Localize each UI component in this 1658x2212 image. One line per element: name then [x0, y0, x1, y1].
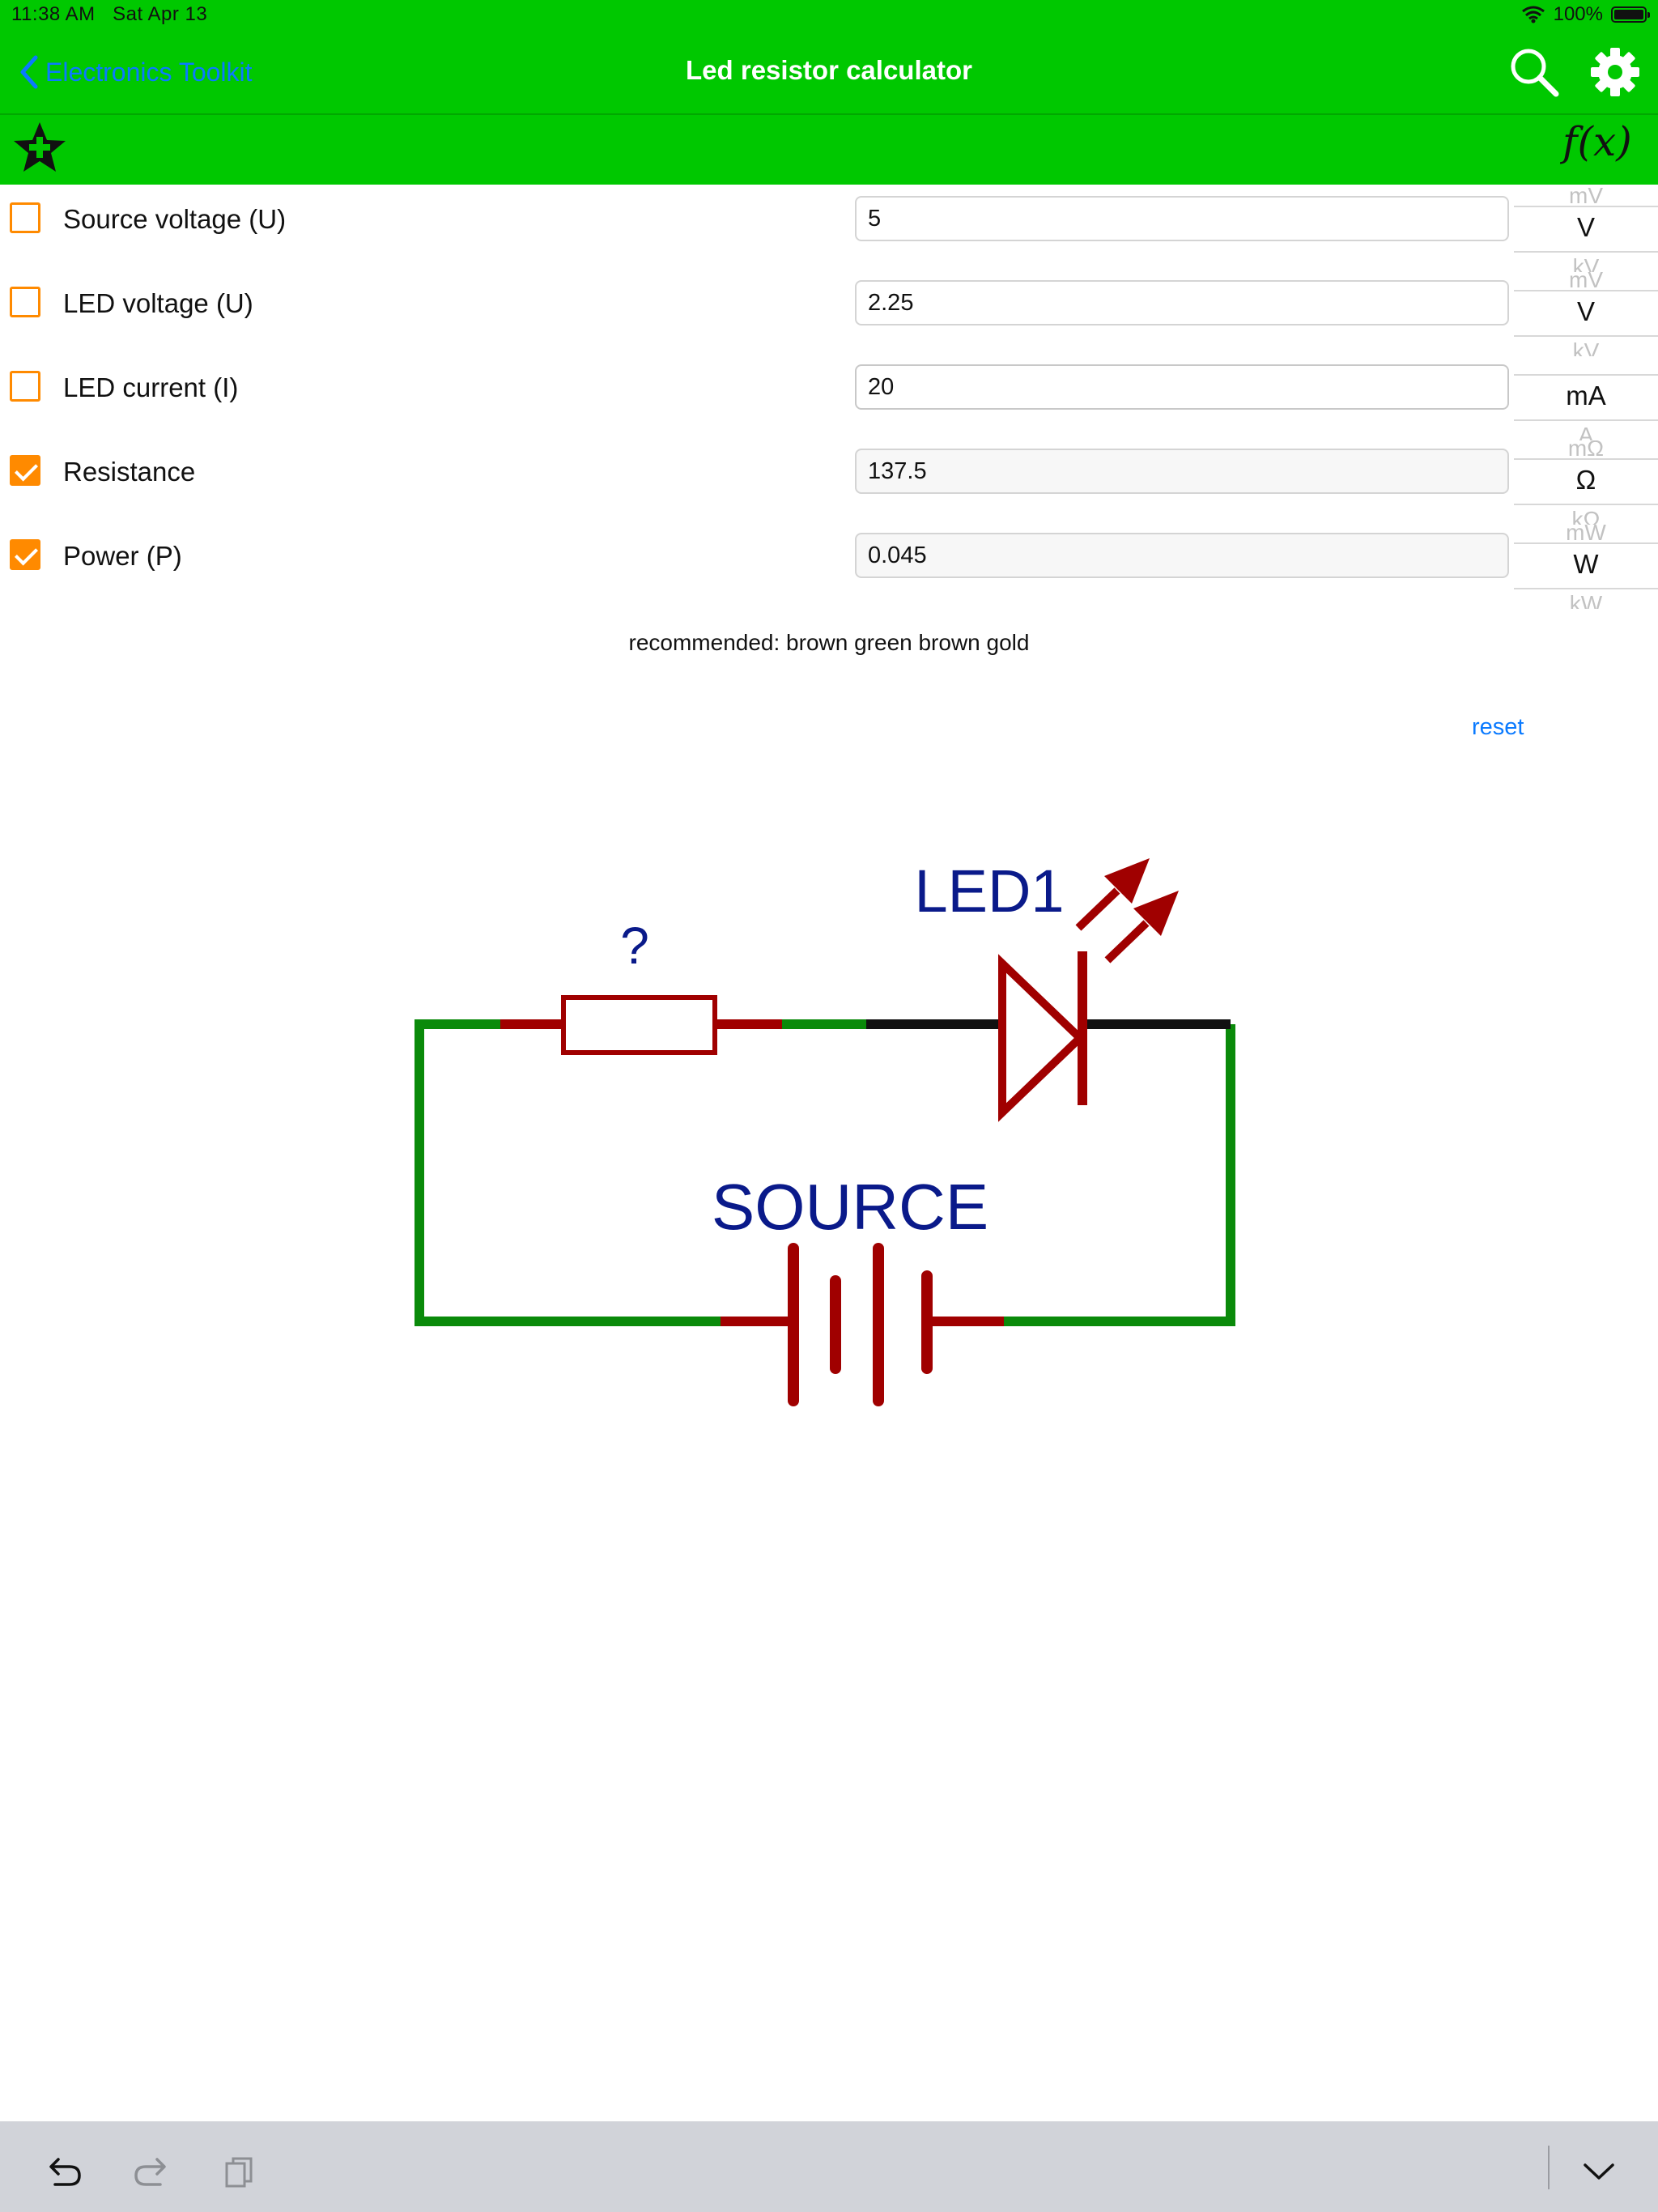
picker-separator	[1514, 542, 1658, 544]
resistor-body	[561, 995, 717, 1055]
row-resistance: Resistance	[0, 440, 1514, 525]
picker-separator	[1514, 374, 1658, 376]
search-icon	[1511, 49, 1559, 97]
led-arrow-head	[1133, 891, 1179, 936]
picker-separator	[1514, 588, 1658, 589]
header-divider	[0, 113, 1658, 115]
power-unit-picker[interactable]: mW W kW	[1514, 525, 1658, 609]
led-current-checkbox[interactable]	[10, 371, 40, 402]
dismiss-keyboard-button[interactable]	[1577, 2150, 1621, 2194]
led-voltage-checkbox[interactable]	[10, 287, 40, 317]
resistance-unit-picker[interactable]: mΩ Ω kΩ	[1514, 440, 1658, 525]
power-checkbox[interactable]	[10, 539, 40, 570]
picker-separator	[1514, 335, 1658, 337]
redo-icon	[134, 2158, 166, 2186]
clipboard-icon	[225, 2157, 253, 2188]
source-voltage-unit-picker[interactable]: mV V kV	[1514, 188, 1658, 272]
unit-option-prev: mV	[1569, 272, 1603, 292]
undo-button[interactable]	[42, 2150, 86, 2194]
led-triangle	[998, 954, 1086, 1122]
unit-option-prev: mΩ	[1567, 440, 1605, 461]
led-voltage-input[interactable]	[855, 280, 1509, 325]
back-button-label: Electronics Toolkit	[45, 57, 253, 87]
picker-separator	[1514, 290, 1658, 291]
picker-separator	[1514, 251, 1658, 253]
status-clock: 11:38 AM	[11, 3, 96, 25]
favorite-button[interactable]	[11, 120, 68, 177]
power-output	[855, 533, 1509, 578]
source-voltage-checkbox[interactable]	[10, 202, 40, 233]
led-current-unit-picker[interactable]: mA A	[1514, 356, 1658, 440]
source-voltage-label: Source voltage (U)	[63, 204, 287, 234]
status-time: 11:38 AM Sat Apr 13	[11, 3, 207, 26]
led-label: LED1	[914, 857, 1064, 925]
row-source-voltage: Source voltage (U)	[0, 188, 1514, 272]
led-arrow-shaft	[1075, 887, 1120, 931]
unit-option-prev: mW	[1566, 525, 1606, 545]
led-arrow-shaft	[1104, 920, 1150, 963]
search-button[interactable]	[1507, 45, 1561, 99]
unit-selected: V	[1576, 212, 1595, 242]
back-chevron-icon	[20, 55, 38, 89]
settings-button[interactable]	[1588, 45, 1642, 99]
battery-percent: 100%	[1553, 3, 1603, 25]
source-label: SOURCE	[712, 1171, 988, 1243]
led-voltage-label: LED voltage (U)	[63, 288, 253, 318]
unit-option-next: kV	[1572, 254, 1600, 272]
status-indicators: 100%	[1521, 3, 1650, 26]
unit-selected: mA	[1566, 381, 1606, 410]
unit-selected: V	[1576, 296, 1595, 326]
unit-selected: Ω	[1575, 465, 1596, 495]
wire-right-bottom	[996, 1024, 1235, 1326]
page-title: Led resistor calculator	[686, 55, 972, 85]
redo-button[interactable]	[130, 2150, 173, 2194]
recommended-color-code: recommended: brown green brown gold	[628, 630, 1030, 655]
picker-separator	[1514, 206, 1658, 207]
led-arrow-head	[1104, 858, 1150, 904]
gear-icon	[1591, 48, 1639, 96]
led-current-label: LED current (I)	[63, 372, 239, 402]
resistor-label: ?	[620, 917, 649, 975]
wire-left-bottom	[414, 1019, 721, 1326]
battery-icon	[1611, 6, 1650, 23]
unit-option-next: kΩ	[1571, 507, 1601, 525]
reset-button[interactable]: reset	[1472, 714, 1524, 740]
unit-selected: W	[1573, 549, 1599, 579]
unit-option-next: kV	[1572, 338, 1600, 356]
source-voltage-input[interactable]	[855, 196, 1509, 241]
keyboard-toolbar	[0, 2121, 1658, 2212]
resistance-label: Resistance	[63, 457, 196, 487]
back-button[interactable]: Electronics Toolkit	[18, 52, 253, 92]
circuit-diagram: ? LED1 SOURCE	[414, 857, 1235, 1406]
picker-separator	[1514, 419, 1658, 421]
picker-separator	[1514, 458, 1658, 460]
undo-icon	[49, 2158, 81, 2186]
led-voltage-unit-picker[interactable]: mV V kV	[1514, 272, 1658, 356]
row-led-current: LED current (I)	[0, 356, 1514, 440]
favorite-star-icon	[14, 122, 66, 172]
picker-separator	[1514, 504, 1658, 505]
power-label: Power (P)	[63, 541, 182, 571]
row-power: Power (P)	[0, 525, 1514, 609]
led-current-input[interactable]	[855, 364, 1509, 410]
app-header	[0, 0, 1658, 185]
resistance-output	[855, 449, 1509, 494]
unit-option-prev: mV	[1569, 188, 1603, 208]
row-led-voltage: LED voltage (U)	[0, 272, 1514, 356]
unit-option-next: kW	[1569, 591, 1603, 609]
unit-option-next: A	[1578, 423, 1594, 440]
status-date: Sat Apr 13	[113, 3, 208, 25]
paste-button[interactable]	[217, 2150, 261, 2194]
resistance-checkbox[interactable]	[10, 455, 40, 486]
toolbar-divider	[1548, 2146, 1550, 2189]
wifi-icon	[1521, 6, 1545, 23]
formula-button[interactable]: f(x)	[1562, 118, 1632, 165]
chevron-down-icon	[1584, 2163, 1614, 2180]
